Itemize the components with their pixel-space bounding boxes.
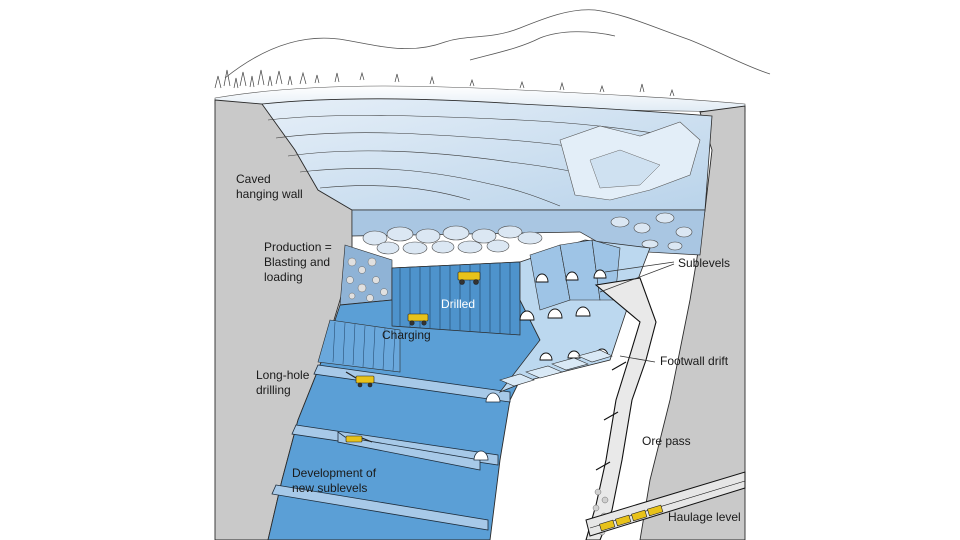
label-longhole-line2: drilling (256, 383, 291, 397)
label-drilled: Drilled (441, 297, 476, 311)
sublevel-front-face (498, 239, 651, 393)
label-sublevels: Sublevels (678, 256, 731, 270)
drift-openings (473, 392, 501, 461)
caved-crater (261, 98, 713, 211)
label-footwall-drift: Footwall drift (660, 354, 729, 368)
mountain-outline (224, 9, 771, 79)
label-ore-pass: Ore pass (642, 434, 691, 448)
development-jumbo (345, 435, 373, 443)
drilled-rings (317, 261, 521, 373)
label-caved-hanging-wall: Caved hanging wall (236, 172, 303, 202)
label-development-line1: Development of (292, 466, 377, 480)
label-charging: Charging (382, 328, 431, 342)
label-production: Production = Blasting and loading (264, 240, 332, 285)
label-longhole-line1: Long-hole (256, 368, 310, 382)
sublevel-drifts (271, 364, 511, 531)
label-caved-line1: Caved (236, 172, 271, 186)
charging-truck (407, 313, 429, 326)
label-production-line2: Blasting and (264, 255, 331, 269)
treeline (214, 69, 675, 97)
label-leaders (599, 261, 675, 363)
footwall-rock (639, 105, 746, 540)
label-production-line3: loading (264, 270, 303, 284)
drill-rig (345, 371, 375, 388)
label-development-line2: new sublevels (292, 481, 368, 495)
label-development: Development of new sublevels (292, 466, 376, 496)
label-long-hole-drilling: Long-hole drilling (256, 368, 309, 398)
label-haulage-level: Haulage level (668, 510, 741, 524)
label-caved-line2: hanging wall (236, 187, 303, 201)
ore-train (599, 504, 664, 532)
label-production-line1: Production = (264, 240, 332, 254)
loader-vehicle (457, 271, 481, 285)
